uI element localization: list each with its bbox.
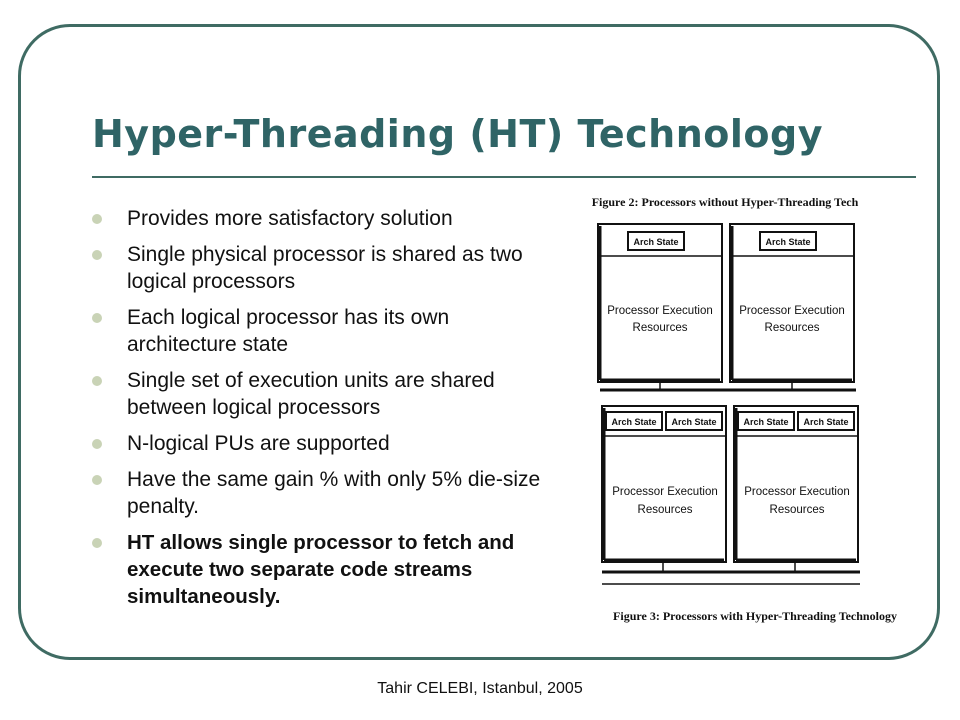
bullet-list: Provides more satisfactory solution Sing… xyxy=(92,205,560,619)
exec-label-line1: Processor Execution xyxy=(607,305,712,317)
slide-title: Hyper-Threading (HT) Technology xyxy=(92,112,823,156)
processor-diagram: Arch State Processor Execution Resources… xyxy=(597,223,860,585)
processor-without-ht-2: Arch State Processor Execution Resources xyxy=(729,223,855,383)
slide-footer: Tahir CELEBI, Istanbul, 2005 xyxy=(377,680,583,697)
exec-label-line2: Resources xyxy=(633,322,688,334)
arch-state-box xyxy=(759,231,817,251)
arch-state-box xyxy=(605,411,663,431)
exec-label-line2: Resources xyxy=(770,504,825,516)
bullet-item: Each logical processor has its own archi… xyxy=(92,304,560,358)
processor-with-ht-2: Arch State Arch State Processor Executio… xyxy=(733,405,859,563)
exec-label-line2: Resources xyxy=(765,322,820,334)
arch-state-label: Arch State xyxy=(743,417,788,427)
bullet-dot-icon xyxy=(92,313,102,323)
bullet-item: Single physical processor is shared as t… xyxy=(92,241,560,295)
bullet-dot-icon xyxy=(92,475,102,485)
bullet-dot-icon xyxy=(92,250,102,260)
system-bus-2 xyxy=(602,562,860,585)
bullet-dot-icon xyxy=(92,214,102,224)
processor-with-ht-1: Arch State Arch State Processor Executio… xyxy=(601,405,727,563)
figure-caption-bottom: Figure 3: Processors with Hyper-Threadin… xyxy=(613,609,897,623)
processor-without-ht-1: Arch State Processor Execution Resources xyxy=(597,223,723,383)
arch-state-box xyxy=(627,231,685,251)
bullet-item: Provides more satisfactory solution xyxy=(92,205,560,232)
exec-label-line1: Processor Execution xyxy=(612,486,717,498)
bullet-item: N-logical PUs are supported xyxy=(92,430,560,457)
slide-frame xyxy=(18,24,940,660)
arch-state-label: Arch State xyxy=(671,417,716,427)
exec-label-line1: Processor Execution xyxy=(744,486,849,498)
bullet-item-highlight: HT allows single processor to fetch and … xyxy=(92,529,560,610)
processor-figure: Figure 2: Processors without Hyper-Threa… xyxy=(560,190,900,650)
arch-state-label: Arch State xyxy=(633,237,678,247)
arch-state-box xyxy=(797,411,855,431)
arch-state-label: Arch State xyxy=(803,417,848,427)
system-bus-1 xyxy=(600,382,856,392)
exec-label-line2: Resources xyxy=(638,504,693,516)
exec-label-line1: Processor Execution xyxy=(739,305,844,317)
title-divider xyxy=(92,176,916,178)
bullet-item: Single set of execution units are shared… xyxy=(92,367,560,421)
bullet-dot-icon xyxy=(92,376,102,386)
arch-state-label: Arch State xyxy=(611,417,656,427)
bullet-dot-icon xyxy=(92,439,102,449)
arch-state-box xyxy=(737,411,795,431)
bullet-item: Have the same gain % with only 5% die-si… xyxy=(92,466,560,520)
arch-state-box xyxy=(665,411,723,431)
bullet-dot-icon xyxy=(92,538,102,548)
arch-state-label: Arch State xyxy=(765,237,810,247)
figure-caption-top: Figure 2: Processors without Hyper-Threa… xyxy=(591,195,859,209)
